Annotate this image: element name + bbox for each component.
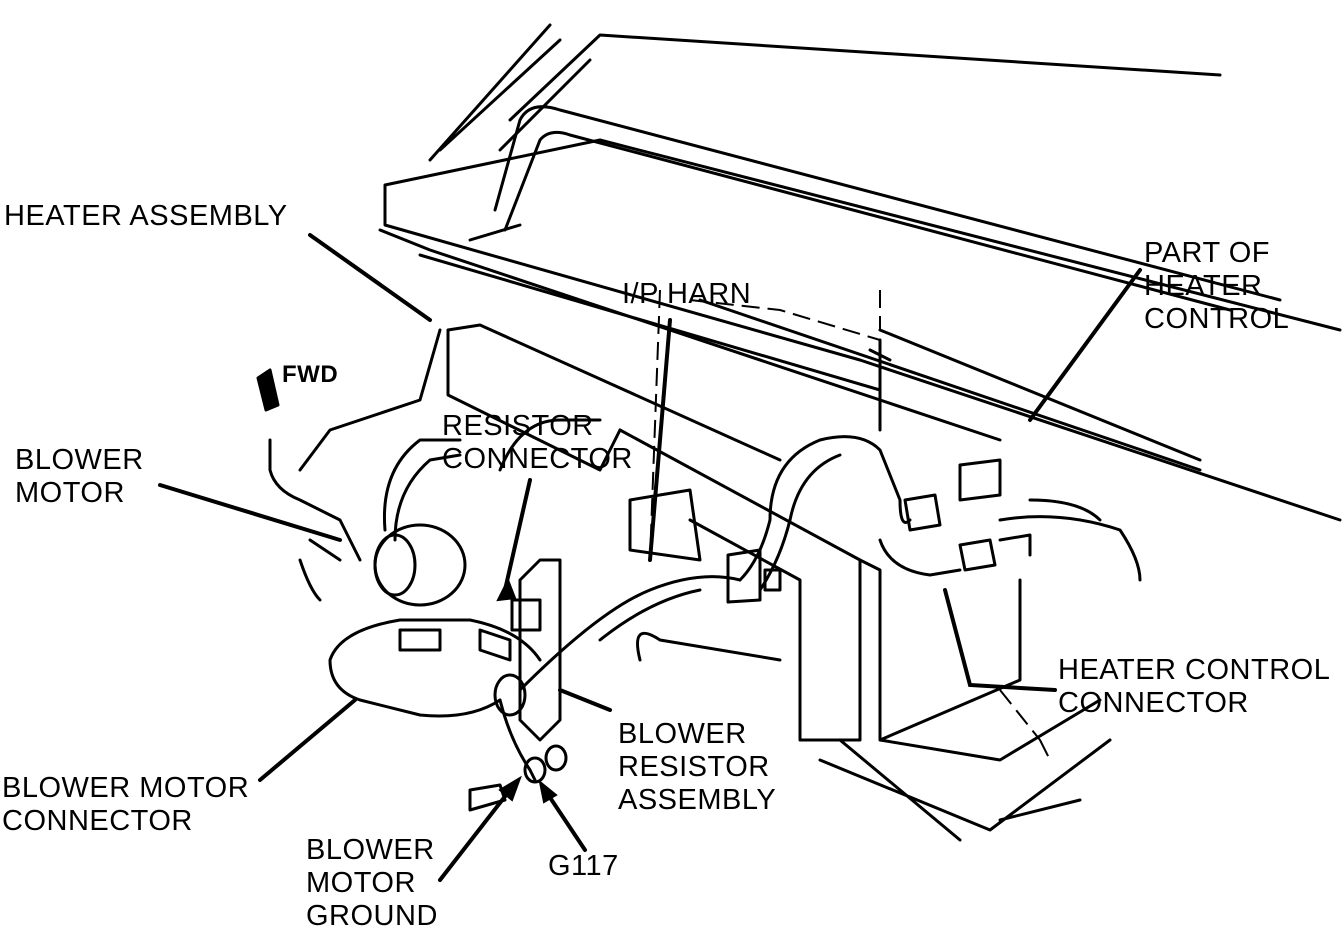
cowl-inner (493, 105, 1282, 312)
label-ip-harn: I/P HARN (622, 278, 752, 310)
leader-part-of-heater-control (1028, 268, 1142, 422)
leader-blower-motor-connector (258, 698, 357, 782)
label-line: MOTOR (15, 477, 125, 509)
label-line: BLOWER (618, 718, 747, 750)
label-line: CONTROL (1144, 303, 1290, 335)
leader-heater-assembly (308, 233, 432, 322)
label-line: CONNECTOR (442, 443, 633, 475)
label-line: MOTOR (306, 867, 416, 899)
label-line: PART OF (1144, 237, 1270, 269)
label-g117: G117 (548, 850, 619, 882)
leader-heater-control-connector (943, 588, 1057, 692)
harness-loop (328, 618, 542, 718)
washer (544, 744, 568, 772)
label-blower-motor: BLOWER MOTOR (15, 444, 144, 510)
blower-motor-end (373, 533, 417, 597)
heater-control-connector-shape (878, 533, 1032, 577)
firewall-lines (818, 738, 1112, 842)
label-part-of-heater-control: PART OF HEATER CONTROL (1144, 237, 1289, 336)
resistor-plate (518, 558, 562, 742)
cowl-outline (428, 23, 1222, 162)
hidden-line-3 (649, 289, 661, 561)
vert-stub (868, 338, 892, 432)
arrowhead-ground (498, 775, 522, 802)
label-heater-control-connector: HEATER CONTROL CONNECTOR (1058, 654, 1330, 720)
label-line: GROUND (306, 900, 438, 932)
grommet (493, 673, 527, 717)
arrowhead-resistor (496, 577, 517, 602)
blower-motor-connector-body (398, 628, 512, 662)
leader-blower-motor (158, 483, 342, 542)
label-blower-motor-connector: BLOWER MOTOR CONNECTOR (2, 772, 249, 838)
harness-to-right (518, 575, 742, 692)
heater-box (858, 558, 1102, 762)
label-line: ASSEMBLY (618, 784, 777, 816)
label-fwd: FWD (282, 361, 339, 388)
label-line: BLOWER MOTOR (2, 772, 250, 804)
label-line: HEATER (1144, 270, 1263, 302)
label-line: RESISTOR (618, 751, 770, 783)
label-blower-motor-ground: BLOWER MOTOR GROUND (306, 834, 438, 933)
label-line: BLOWER (306, 834, 435, 866)
dash-edges (418, 253, 1202, 472)
heater-plate-side (628, 488, 702, 562)
leader-resistor-connector (503, 478, 532, 592)
g117-eyelet (523, 756, 547, 784)
ground-bolt (468, 783, 507, 812)
label-line: RESISTOR (442, 410, 594, 442)
ip-harness-loop (738, 435, 912, 582)
left-kick (268, 328, 442, 562)
label-line: CONNECTOR (1058, 687, 1249, 719)
label-line: CONNECTOR (2, 805, 193, 837)
label-blower-resistor-assembly: BLOWER RESISTOR ASSEMBLY (618, 718, 776, 817)
left-trim (298, 538, 342, 602)
heater-bracket (618, 428, 862, 742)
fwd-arrow-icon (256, 368, 280, 412)
resistor-plug (510, 598, 542, 632)
label-heater-assembly: HEATER ASSEMBLY (4, 200, 288, 232)
leader-ip-harn (648, 318, 672, 562)
leader-g117 (543, 788, 587, 852)
floor-line (498, 418, 782, 662)
heater-control-plug (903, 458, 1002, 532)
arrowhead-g117 (538, 779, 558, 804)
label-line: HEATER CONTROL (1058, 654, 1331, 686)
connector-box (726, 548, 782, 604)
hidden-line-1 (689, 299, 881, 341)
blower-motor-tube (382, 438, 462, 542)
vent-duct (998, 498, 1142, 582)
hidden-line-4 (999, 689, 1051, 761)
dash-top (378, 138, 1342, 522)
leader-blower-motor-ground (438, 788, 512, 882)
leader-blower-resistor-assembly (558, 688, 612, 712)
ground-lead (498, 698, 537, 782)
label-resistor-connector: RESISTOR CONNECTOR (442, 410, 633, 476)
label-line: BLOWER (15, 444, 144, 476)
